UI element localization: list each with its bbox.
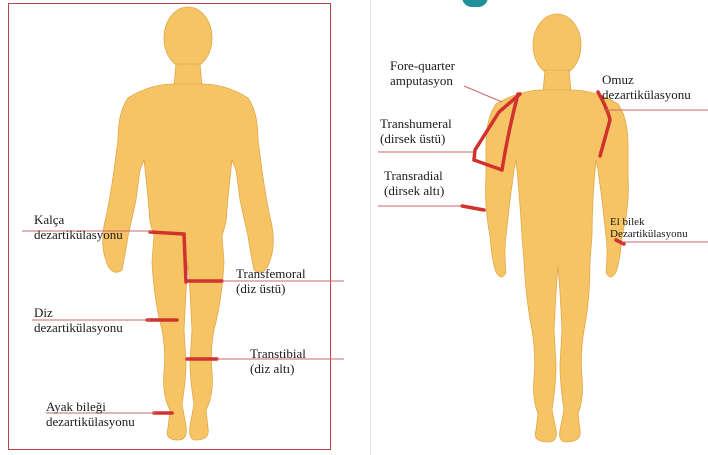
label-transfemoral: Transfemoral (diz üstü) xyxy=(236,266,306,296)
label-omuz: Omuz dezartikülasyonu xyxy=(602,72,691,102)
body-silhouette-front xyxy=(103,7,274,440)
label-transradial: Transradial (dirsek altı) xyxy=(384,168,444,198)
label-transtibial: Transtibial (diz altı) xyxy=(250,346,306,376)
label-ayak-bilegi: Ayak bileği dezartikülasyonu xyxy=(46,399,135,429)
label-diz: Diz dezartikülasyonu xyxy=(34,305,123,335)
label-transhumeral: Transhumeral (dirsek üstü) xyxy=(380,116,452,146)
label-el-bilek: El bilek Dezartikülasyonu xyxy=(610,216,688,240)
lower-limb-diagram: Kalça dezartikülasyonu Transfemoral (diz… xyxy=(0,0,348,455)
label-fore-quarter: Fore-quarter amputasyon xyxy=(390,58,455,88)
upper-limb-diagram: Fore-quarter amputasyon Omuz dezartiküla… xyxy=(370,0,708,455)
label-kalca: Kalça dezartikülasyonu xyxy=(34,212,123,242)
